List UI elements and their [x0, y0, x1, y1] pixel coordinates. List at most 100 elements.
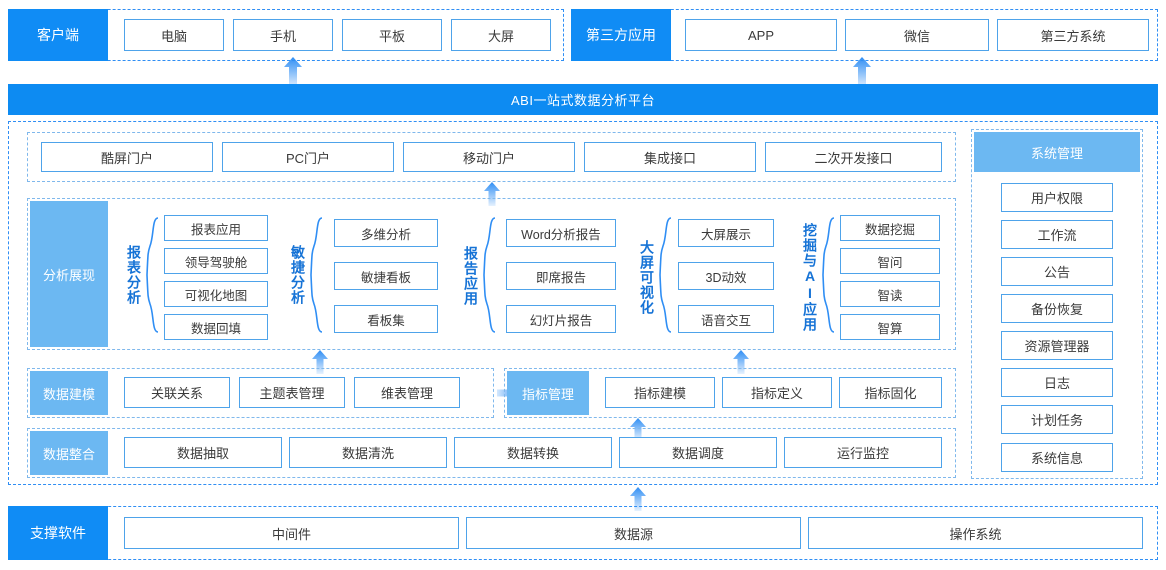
integration-item-monitor[interactable]: 运行监控 — [784, 437, 942, 468]
third-party-item-system-label: 第三方系统 — [1040, 28, 1106, 44]
integration-item-schedule[interactable]: 数据调度 — [619, 437, 777, 468]
analysis-item-bigscreen-display-label: 大屏展示 — [700, 227, 751, 242]
analysis-item-zhisuan[interactable]: 智算 — [840, 314, 940, 340]
arrow-up-to-client-icon — [283, 57, 303, 87]
integration-item-extract-label: 数据抽取 — [176, 446, 229, 461]
support-group-label-text: 支撑软件 — [30, 525, 86, 541]
third-party-item-system[interactable]: 第三方系统 — [997, 19, 1149, 51]
analysis-item-adhoc-report[interactable]: 即席报告 — [506, 262, 616, 290]
analysis-item-3d-effect-label: 3D动效 — [705, 270, 747, 285]
system-item-user-permission[interactable]: 用户权限 — [1001, 183, 1113, 212]
integration-item-transform[interactable]: 数据转换 — [454, 437, 612, 468]
analysis-group-ai-title: 挖掘与AI应用 — [800, 218, 820, 336]
portal-item-integration-api[interactable]: 集成接口 — [584, 142, 756, 172]
analysis-item-data-mining[interactable]: 数据挖掘 — [840, 215, 940, 241]
metric-item-solidify[interactable]: 指标固化 — [839, 377, 942, 408]
system-section-label-text: 系统管理 — [1030, 145, 1083, 161]
modeling-row-label: 数据建模 — [30, 371, 108, 415]
system-item-backup-restore[interactable]: 备份恢复 — [1001, 294, 1113, 323]
analysis-item-agile-board[interactable]: 敏捷看板 — [334, 262, 438, 290]
portal-item-secondary-dev-api-label: 二次开发接口 — [814, 150, 893, 166]
metric-item-definition[interactable]: 指标定义 — [722, 377, 832, 408]
system-item-announcement[interactable]: 公告 — [1001, 257, 1113, 286]
brace-ai-icon — [822, 216, 836, 334]
system-item-workflow-label: 工作流 — [1037, 228, 1077, 243]
analysis-item-voice-interaction-label: 语音交互 — [700, 313, 751, 328]
metric-item-modeling[interactable]: 指标建模 — [605, 377, 715, 408]
analysis-item-zhiwen[interactable]: 智问 — [840, 248, 940, 274]
system-item-system-info[interactable]: 系统信息 — [1001, 443, 1113, 472]
metric-item-definition-label: 指标定义 — [750, 386, 803, 401]
analysis-item-report-app[interactable]: 报表应用 — [164, 215, 268, 241]
analysis-item-data-fillback[interactable]: 数据回填 — [164, 314, 268, 340]
modeling-item-relations-label: 关联关系 — [150, 386, 203, 401]
client-group-label: 客户端 — [8, 9, 108, 61]
analysis-section-container — [27, 198, 956, 350]
system-item-scheduled-task[interactable]: 计划任务 — [1001, 405, 1113, 434]
support-item-datasource-label: 数据源 — [613, 526, 653, 542]
analysis-item-multidim-label: 多维分析 — [360, 227, 411, 242]
arrow-up-to-metric-icon — [629, 418, 647, 440]
modeling-item-subject-tables[interactable]: 主题表管理 — [239, 377, 345, 408]
analysis-item-slide-report[interactable]: 幻灯片报告 — [506, 305, 616, 333]
analysis-item-bigscreen-display[interactable]: 大屏展示 — [678, 219, 774, 247]
client-item-pc[interactable]: 电脑 — [124, 19, 224, 51]
system-item-system-info-label: 系统信息 — [1030, 451, 1083, 466]
modeling-item-dimension-tables[interactable]: 维表管理 — [354, 377, 460, 408]
system-item-log[interactable]: 日志 — [1001, 368, 1113, 397]
system-item-resource-manager[interactable]: 资源管理器 — [1001, 331, 1113, 360]
analysis-group-agile-title-text: 敏捷分析 — [290, 245, 306, 305]
integration-item-monitor-label: 运行监控 — [836, 446, 889, 461]
portal-item-coolscreen[interactable]: 酷屏门户 — [41, 142, 213, 172]
portal-item-mobile[interactable]: 移动门户 — [403, 142, 575, 172]
integration-item-extract[interactable]: 数据抽取 — [124, 437, 282, 468]
support-group-label: 支撑软件 — [8, 506, 108, 560]
system-item-announcement-label: 公告 — [1043, 265, 1070, 280]
modeling-item-relations[interactable]: 关联关系 — [124, 377, 230, 408]
analysis-item-zhidu-label: 智读 — [877, 288, 903, 303]
support-item-datasource[interactable]: 数据源 — [466, 517, 801, 549]
client-item-phone[interactable]: 手机 — [233, 19, 333, 51]
support-item-os[interactable]: 操作系统 — [808, 517, 1143, 549]
analysis-group-bigscreen-title: 大屏可视化 — [637, 221, 657, 333]
integration-item-schedule-label: 数据调度 — [671, 446, 724, 461]
client-item-tablet[interactable]: 平板 — [342, 19, 442, 51]
arrow-up-to-analysis-right-icon — [732, 350, 750, 374]
arrow-up-to-platform-icon — [629, 487, 647, 511]
system-item-scheduled-task-label: 计划任务 — [1030, 413, 1083, 428]
integration-item-cleanse[interactable]: 数据清洗 — [289, 437, 447, 468]
support-item-middleware[interactable]: 中间件 — [124, 517, 459, 549]
client-item-bigscreen[interactable]: 大屏 — [451, 19, 551, 51]
integration-item-cleanse-label: 数据清洗 — [341, 446, 394, 461]
portal-item-secondary-dev-api[interactable]: 二次开发接口 — [765, 142, 942, 172]
analysis-item-visual-map[interactable]: 可视化地图 — [164, 281, 268, 307]
arrow-up-to-portal-icon — [483, 182, 501, 206]
modeling-row-label-text: 数据建模 — [42, 386, 95, 402]
modeling-row-container — [27, 368, 494, 418]
analysis-item-leader-cockpit-label: 领导驾驶舱 — [184, 255, 248, 270]
metric-row-container — [504, 368, 956, 418]
third-party-item-wechat[interactable]: 微信 — [845, 19, 989, 51]
analysis-item-voice-interaction[interactable]: 语音交互 — [678, 305, 774, 333]
analysis-item-board-set[interactable]: 看板集 — [334, 305, 438, 333]
analysis-item-leader-cockpit[interactable]: 领导驾驶舱 — [164, 248, 268, 274]
third-party-item-app[interactable]: APP — [685, 19, 837, 51]
portal-item-coolscreen-label: 酷屏门户 — [100, 150, 153, 166]
brace-agile-icon — [310, 216, 324, 334]
metric-item-solidify-label: 指标固化 — [864, 386, 917, 401]
third-party-item-wechat-label: 微信 — [903, 28, 930, 44]
client-item-tablet-label: 平板 — [378, 28, 405, 44]
portal-item-pc[interactable]: PC门户 — [222, 142, 394, 172]
metric-item-modeling-label: 指标建模 — [633, 386, 686, 401]
portal-item-pc-label: PC门户 — [285, 150, 331, 166]
analysis-item-zhidu[interactable]: 智读 — [840, 281, 940, 307]
system-section-label: 系统管理 — [974, 132, 1140, 172]
third-party-group-label: 第三方应用 — [571, 9, 671, 61]
analysis-item-multidim[interactable]: 多维分析 — [334, 219, 438, 247]
analysis-item-3d-effect[interactable]: 3D动效 — [678, 262, 774, 290]
system-item-workflow[interactable]: 工作流 — [1001, 220, 1113, 249]
analysis-item-word-report[interactable]: Word分析报告 — [506, 219, 616, 247]
client-item-pc-label: 电脑 — [160, 28, 187, 44]
platform-banner-text: ABI一站式数据分析平台 — [511, 93, 655, 108]
